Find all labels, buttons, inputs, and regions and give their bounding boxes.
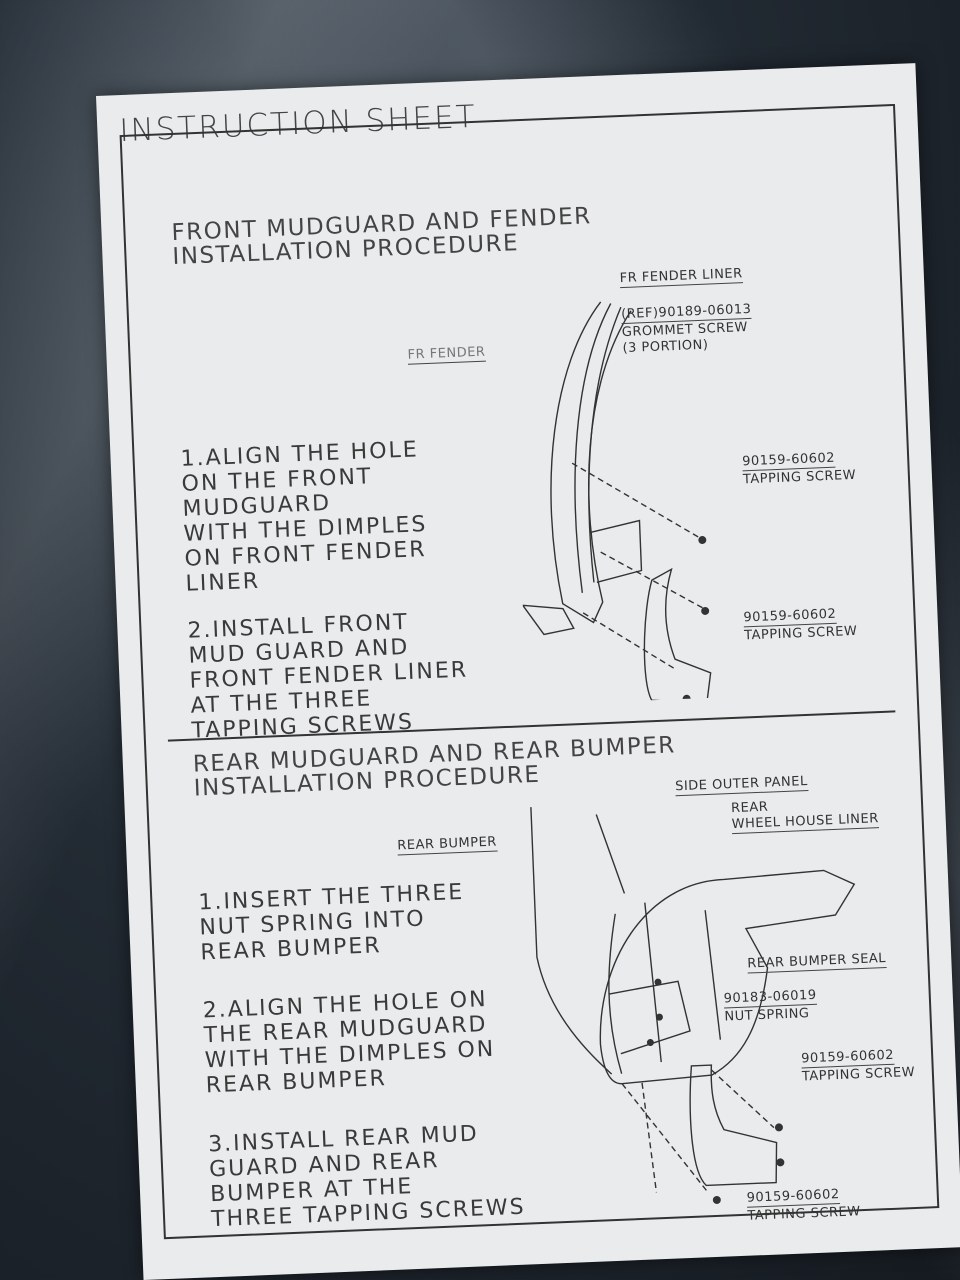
sheet-frame: FRONT MUDGUARD AND FENDER INSTALLATION P… (119, 103, 940, 1240)
label-rear-bumper: REAR BUMPER (397, 834, 498, 856)
rear-step-1: 1.INSERT THE THREE NUT SPRING INTO REAR … (197, 879, 465, 966)
screw-icon (701, 606, 710, 615)
rear-step-3: 3.INSTALL REAR MUD GUARD AND REAR BUMPER… (207, 1121, 527, 1233)
front-step-2: 2.INSTALL FRONT MUD GUARD AND FRONT FEND… (187, 609, 469, 744)
screw-icon (682, 694, 691, 703)
screw-icon (712, 1195, 721, 1204)
instruction-sheet: INSTRUCTION SHEET FRONT MUDGUARD AND FEN… (96, 63, 960, 1280)
screw-icon (776, 1158, 785, 1167)
front-step-1: 1.ALIGN THE HOLE ON THE FRONT MUDGUARD W… (180, 437, 428, 597)
front-mudguard-diagram (521, 301, 712, 704)
screw-icon (698, 536, 707, 545)
rear-heading: REAR MUDGUARD AND REAR BUMPER INSTALLATI… (192, 732, 677, 801)
label-fr-fender: FR FENDER (407, 344, 486, 365)
label-liner-line1: REAR (730, 799, 769, 817)
label-nut-spring-name: NUT SPRING (724, 1006, 810, 1025)
rear-step-2: 2.ALIGN THE HOLE ON THE REAR MUDGUARD WI… (202, 987, 496, 1099)
screw-icon (774, 1123, 783, 1132)
front-section: FRONT MUDGUARD AND FENDER INSTALLATION P… (147, 181, 896, 743)
label-screw1-name: TAPPING SCREW (742, 467, 857, 488)
rear-section: REAR MUDGUARD AND REAR BUMPER INSTALLATI… (167, 710, 915, 1237)
rear-mudguard-diagram (530, 807, 856, 1204)
front-heading: FRONT MUDGUARD AND FENDER INSTALLATION P… (171, 203, 593, 270)
label-screw2-name: TAPPING SCREW (743, 623, 858, 644)
